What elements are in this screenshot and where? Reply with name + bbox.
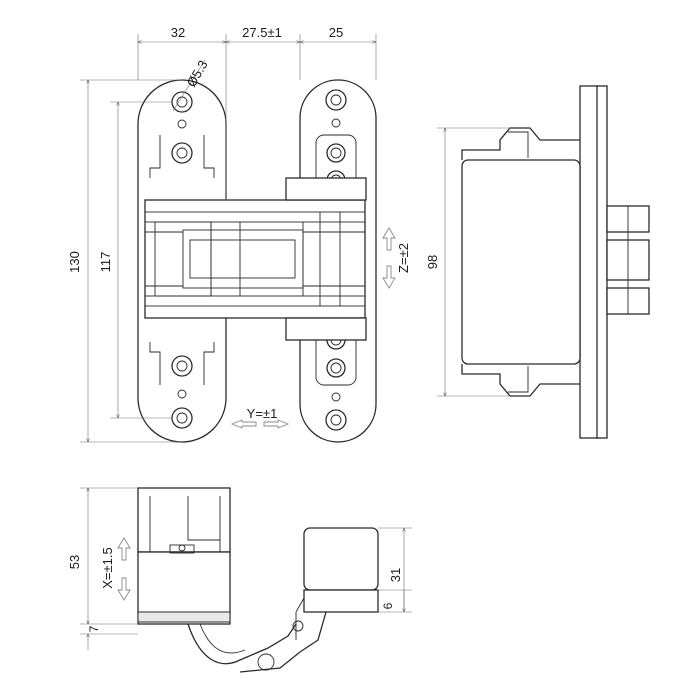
hole-diameter-label: Ø5.3: [184, 58, 211, 90]
x-adjust-label: X=±1.5: [100, 547, 115, 588]
height-6-label: 6: [381, 602, 395, 609]
width-25-label: 25: [329, 25, 343, 40]
height-117-label: 117: [98, 252, 113, 273]
top-dimension-lines: [137, 34, 377, 200]
hole-diameter-leader: [172, 59, 206, 112]
bottom-view: [137, 487, 379, 673]
bottom-right-dimension-lines: [378, 527, 412, 613]
left-plate-holes: [149, 91, 215, 429]
height-31-label: 31: [388, 568, 403, 582]
height-53-label: 53: [67, 555, 82, 569]
height-98-label: 98: [425, 255, 440, 269]
z-adjust-label: Z=±2: [396, 243, 411, 273]
width-27-5-label: 27.5±1: [242, 25, 282, 40]
left-height-dimension-lines: [80, 79, 182, 443]
z-adjust-arrows: [382, 227, 396, 289]
side-view: [437, 85, 650, 439]
height-7-label: 7: [87, 625, 101, 632]
y-adjust-arrows: [230, 419, 290, 429]
y-adjust-label: Y=±1: [247, 406, 278, 421]
height-130-label: 130: [67, 251, 82, 273]
front-view: Z=±2 Y=±1 32 27.5±1 25 Ø5.3: [67, 25, 411, 443]
bottom-left-dimension-lines: [80, 487, 138, 650]
hinge-mechanism: [144, 177, 367, 341]
width-32-label: 32: [171, 25, 185, 40]
